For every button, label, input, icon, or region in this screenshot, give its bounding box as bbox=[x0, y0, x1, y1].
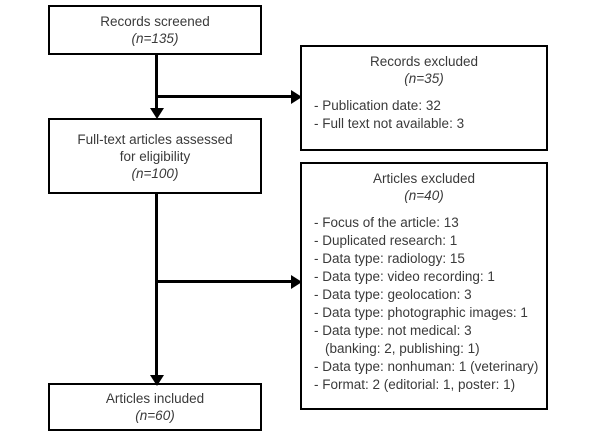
reason-line: - Full text not available: 3 bbox=[314, 116, 465, 131]
articles-excluded-title: Articles excluded bbox=[372, 171, 476, 186]
arrowhead-into-fulltext bbox=[149, 108, 164, 119]
connector-screened-to-fulltext bbox=[155, 55, 158, 111]
arrowhead-into-articles-excluded bbox=[291, 274, 302, 289]
arrowhead-into-records-excluded bbox=[291, 89, 302, 104]
records-excluded-reason-list: - Publication date: 32 - Full text not av… bbox=[302, 97, 546, 133]
articles-included-count: (n=60) bbox=[135, 408, 175, 423]
connector-to-articles-excluded bbox=[155, 280, 293, 283]
reason-line: - Data type: nonhuman: 1 (veterinary) bbox=[314, 359, 539, 374]
records-excluded-count: (n=35) bbox=[404, 71, 444, 86]
articles-included-title: Articles included bbox=[105, 391, 205, 406]
records-screened-count: (n=135) bbox=[131, 31, 179, 46]
records-screened-title: Records screened bbox=[100, 14, 210, 29]
reason-line: - Duplicated research: 1 bbox=[314, 233, 458, 248]
node-articles-excluded: Articles excluded (n=40) - Focus of the … bbox=[300, 162, 548, 410]
fulltext-assessed-count: (n=100) bbox=[131, 165, 179, 181]
connector-to-records-excluded bbox=[155, 95, 293, 98]
reason-line: - Data type: not medical: 3 bbox=[314, 323, 472, 338]
articles-excluded-count: (n=40) bbox=[404, 188, 444, 203]
arrowhead-into-articles-included bbox=[149, 375, 164, 386]
reason-line: - Focus of the article: 13 bbox=[314, 215, 459, 230]
reason-line: - Format: 2 (editorial: 1, poster: 1) bbox=[314, 377, 516, 392]
reason-line: - Data type: photographic images: 1 bbox=[314, 305, 528, 320]
reason-line: - Data type: radiology: 15 bbox=[314, 251, 465, 266]
reason-line: - Publication date: 32 bbox=[314, 98, 441, 113]
records-excluded-title: Records excluded bbox=[369, 54, 479, 69]
node-records-excluded: Records excluded (n=35) - Publication da… bbox=[300, 45, 548, 151]
articles-excluded-reason-list: - Focus of the article: 13 - Duplicated r… bbox=[302, 214, 546, 394]
reason-line: - Data type: geolocation: 3 bbox=[314, 287, 472, 302]
reason-line: - Data type: video recording: 1 bbox=[314, 269, 495, 284]
node-articles-included: Articles included (n=60) bbox=[48, 383, 262, 431]
reason-line: (banking: 2, publishing: 1) bbox=[325, 341, 480, 356]
node-fulltext-assessed: Full-text articles assessed for eligibil… bbox=[48, 118, 262, 194]
fulltext-assessed-title: Full-text articles assessed for eligibil… bbox=[77, 131, 233, 164]
connector-fulltext-to-included bbox=[155, 194, 158, 384]
node-records-screened: Records screened (n=135) bbox=[48, 5, 262, 55]
